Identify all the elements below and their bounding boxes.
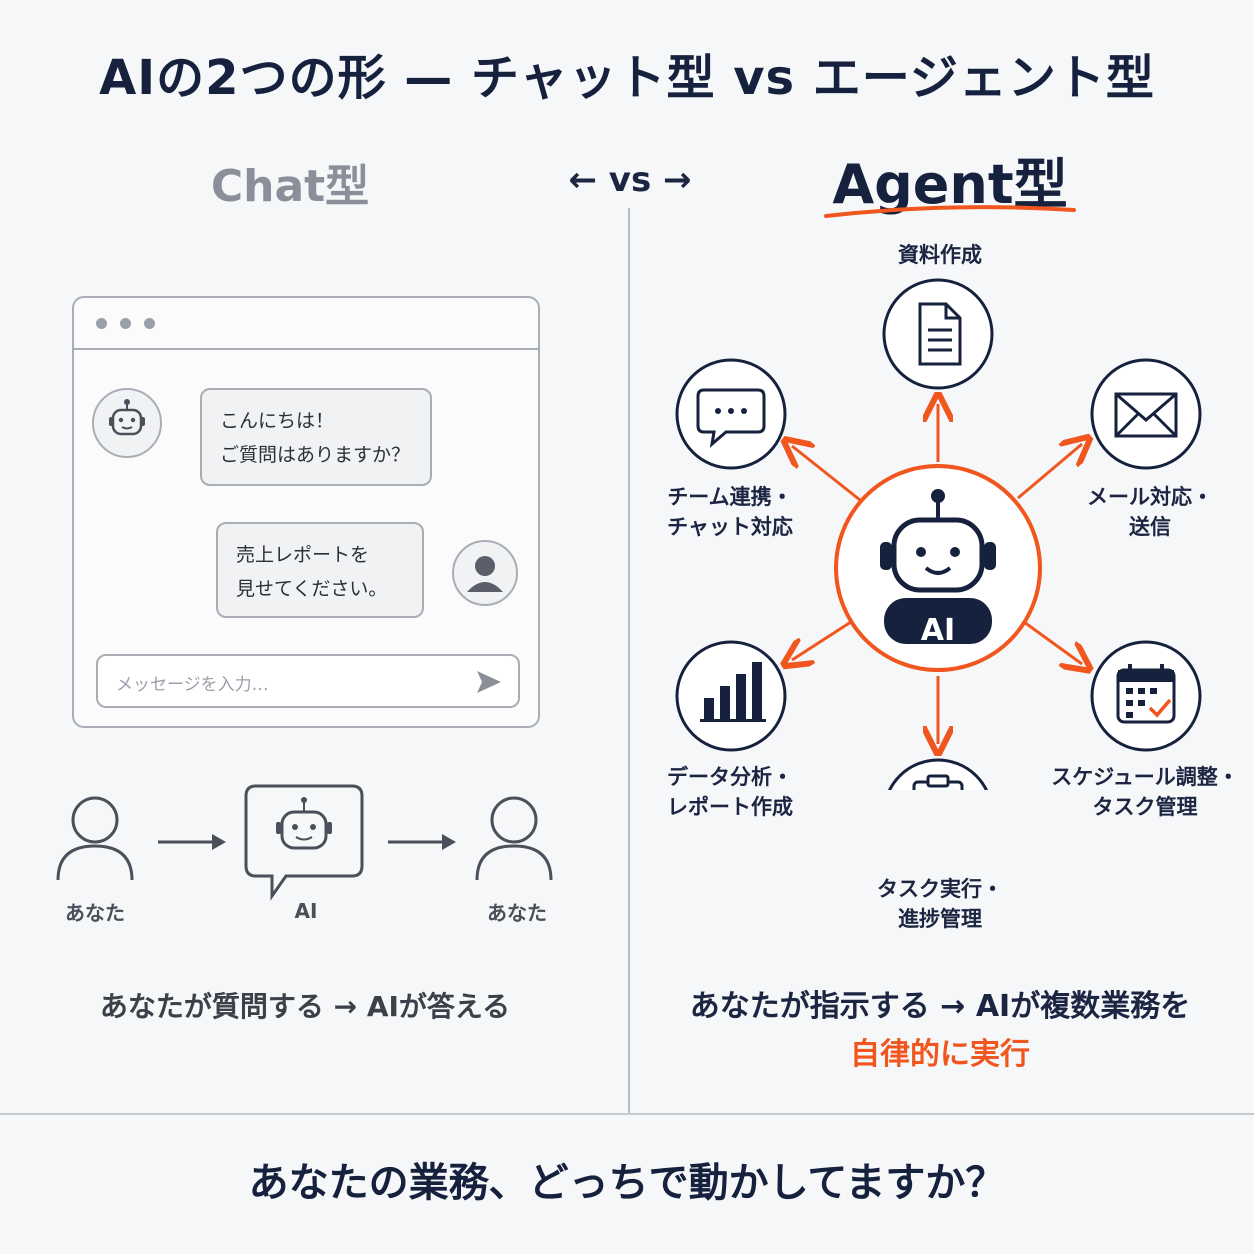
bot-message-bubble: こんにちは！ ご質問はありますか？ bbox=[200, 388, 432, 486]
data-node bbox=[675, 640, 787, 752]
chat-caption: あなたが質問する → AIが答える bbox=[99, 990, 511, 1023]
message-input[interactable]: メッセージを入力… bbox=[96, 654, 520, 708]
chat-heading: Chat型 bbox=[210, 161, 370, 212]
agent-caption-highlight: 自律的に実行 bbox=[850, 1037, 1030, 1072]
calendar-icon bbox=[1116, 664, 1176, 724]
user-icon bbox=[475, 796, 553, 881]
mail-node bbox=[1090, 358, 1202, 470]
agent-caption: あなたが指示する → AIが複数業務を 自律的に実行 bbox=[650, 983, 1230, 1079]
task-label-data: データ分析・ レポート作成 bbox=[667, 765, 793, 819]
window-dot-icon bbox=[144, 318, 155, 329]
agent-heading-underline bbox=[824, 205, 1076, 218]
robot-icon bbox=[880, 489, 996, 644]
task-label-chat: チーム連携・ チャット対応 bbox=[667, 485, 793, 539]
user-icon bbox=[56, 796, 134, 881]
user-avatar bbox=[452, 540, 518, 606]
flow-label-you: あなた bbox=[65, 901, 125, 925]
task-label-task: タスク実行・ 進捗管理 bbox=[877, 877, 1003, 931]
checklist-icon bbox=[912, 774, 964, 790]
bottom-question: あなたの業務、どっちで動かしてますか？ bbox=[248, 1160, 1006, 1206]
chat-window: こんにちは！ ご質問はありますか？ 売上レポートを 見せてください。 メッセージ… bbox=[72, 296, 540, 728]
user-message-bubble: 売上レポートを 見せてください。 bbox=[216, 522, 424, 618]
hub-arrows bbox=[792, 404, 1082, 744]
arrow-icon bbox=[388, 834, 456, 850]
bar-chart-icon bbox=[700, 662, 766, 722]
bot-avatar bbox=[92, 388, 162, 458]
ai-badge-label: AI bbox=[920, 613, 956, 648]
flow-label-ai: AI bbox=[294, 899, 318, 923]
send-icon[interactable] bbox=[474, 668, 504, 696]
task-label-document: 資料作成 bbox=[898, 243, 982, 267]
user-icon bbox=[467, 556, 503, 592]
agent-caption-line1: あなたが指示する → AIが複数業務を bbox=[689, 989, 1191, 1024]
document-icon bbox=[918, 302, 962, 366]
task-label-mail: メール対応・ 送信 bbox=[1087, 485, 1213, 539]
page-title: AIの2つの形 — チャット型 vs エージェント型 bbox=[99, 50, 1155, 106]
chat-bubble-icon bbox=[696, 388, 766, 448]
flow-label-you: あなた bbox=[487, 901, 547, 925]
robot-icon bbox=[109, 399, 145, 436]
vs-label: ← vs → bbox=[568, 160, 692, 200]
chat-flow-diagram bbox=[56, 784, 553, 901]
robot-icon bbox=[244, 784, 364, 901]
document-node bbox=[882, 278, 994, 390]
message-input-placeholder: メッセージを入力… bbox=[116, 675, 269, 695]
center-divider bbox=[628, 208, 630, 1113]
arrow-icon bbox=[1023, 620, 1082, 664]
bottom-divider bbox=[0, 1113, 1254, 1115]
window-titlebar bbox=[74, 298, 538, 350]
arrow-icon bbox=[792, 618, 855, 660]
task-label-schedule: スケジュール調整・ タスク管理 bbox=[1051, 765, 1239, 819]
mail-icon bbox=[1114, 392, 1178, 438]
schedule-node bbox=[1090, 640, 1202, 752]
arrow-icon bbox=[792, 446, 861, 502]
arrow-icon bbox=[1017, 444, 1082, 500]
arrow-icon bbox=[158, 834, 226, 850]
agent-hub-diagram bbox=[675, 278, 1202, 790]
window-dot-icon bbox=[96, 318, 107, 329]
window-dot-icon bbox=[120, 318, 131, 329]
